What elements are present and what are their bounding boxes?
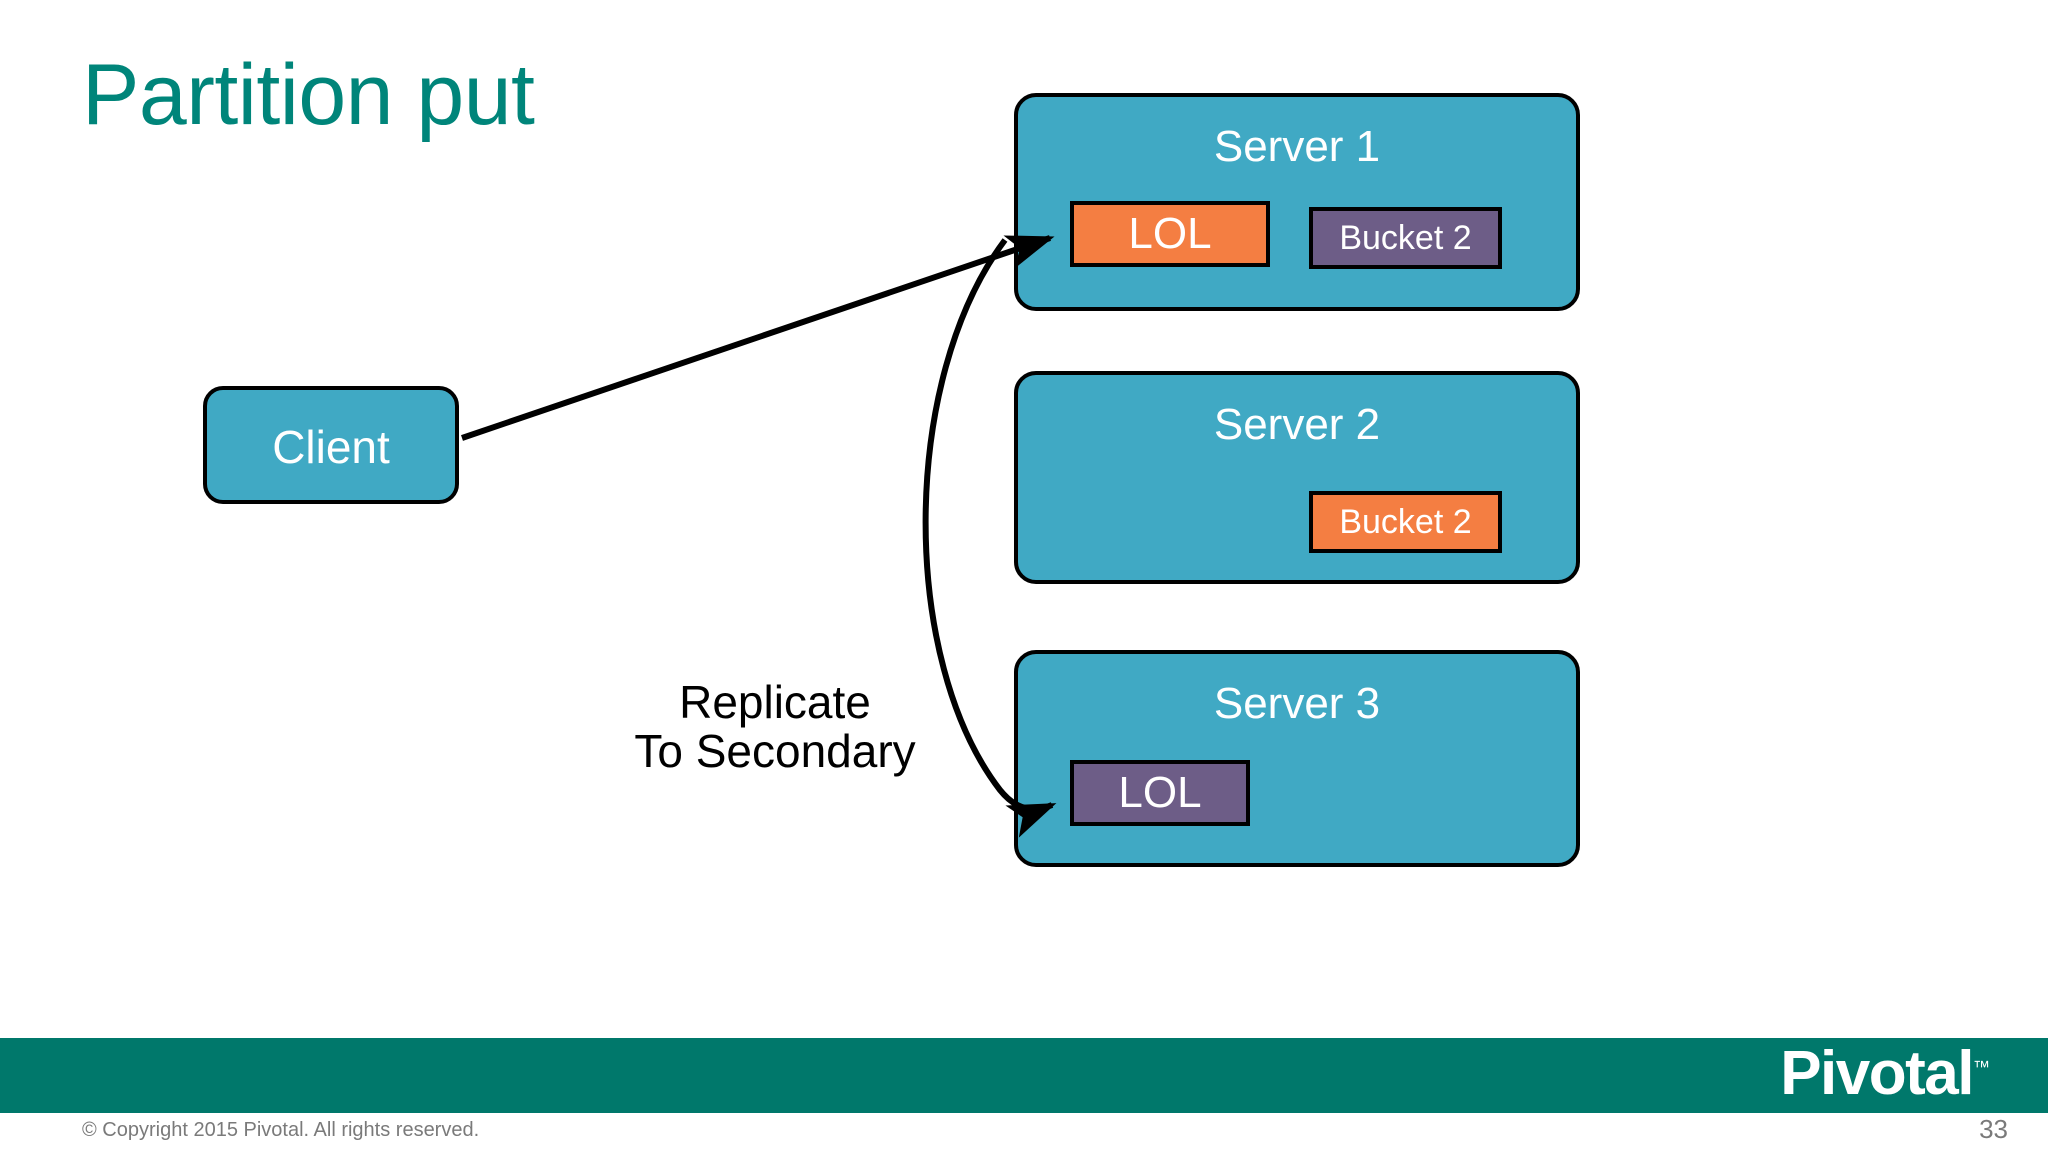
page-title: Partition put [82,47,535,143]
replicate-annotation-line-1: Replicate [679,676,871,728]
server-3-bucket-lol[interactable]: LOL [1070,760,1250,826]
copyright-text: © Copyright 2015 Pivotal. All rights res… [82,1119,480,1141]
client-node[interactable]: Client [203,386,459,504]
client-label: Client [272,421,390,473]
pivotal-logo-text: Pivotal [1780,1039,1974,1108]
server-2-bucket-2[interactable]: Bucket 2 [1309,491,1502,553]
pivotal-logo: Pivotal™ [1780,1043,1990,1105]
server-1-bucket-2[interactable]: Bucket 2 [1309,207,1502,269]
server-2-label: Server 2 [1213,400,1381,449]
server-3-label: Server 3 [1213,679,1381,728]
server-2-node[interactable]: Server 2 Bucket 2 [1014,371,1580,584]
replicate-annotation: Replicate To Secondary [605,678,945,776]
server-3-node[interactable]: Server 3 LOL [1014,650,1580,867]
arrow-client-to-server1 [461,235,1055,441]
server-1-node[interactable]: Server 1 LOL Bucket 2 [1014,93,1580,311]
replicate-annotation-line-2: To Secondary [634,724,916,777]
footer-bar [0,1038,2048,1113]
slide-number: 33 [1979,1114,2008,1144]
trademark-icon: ™ [1973,1057,1990,1077]
server-1-label: Server 1 [1213,122,1381,171]
server-1-bucket-lol[interactable]: LOL [1070,201,1270,267]
